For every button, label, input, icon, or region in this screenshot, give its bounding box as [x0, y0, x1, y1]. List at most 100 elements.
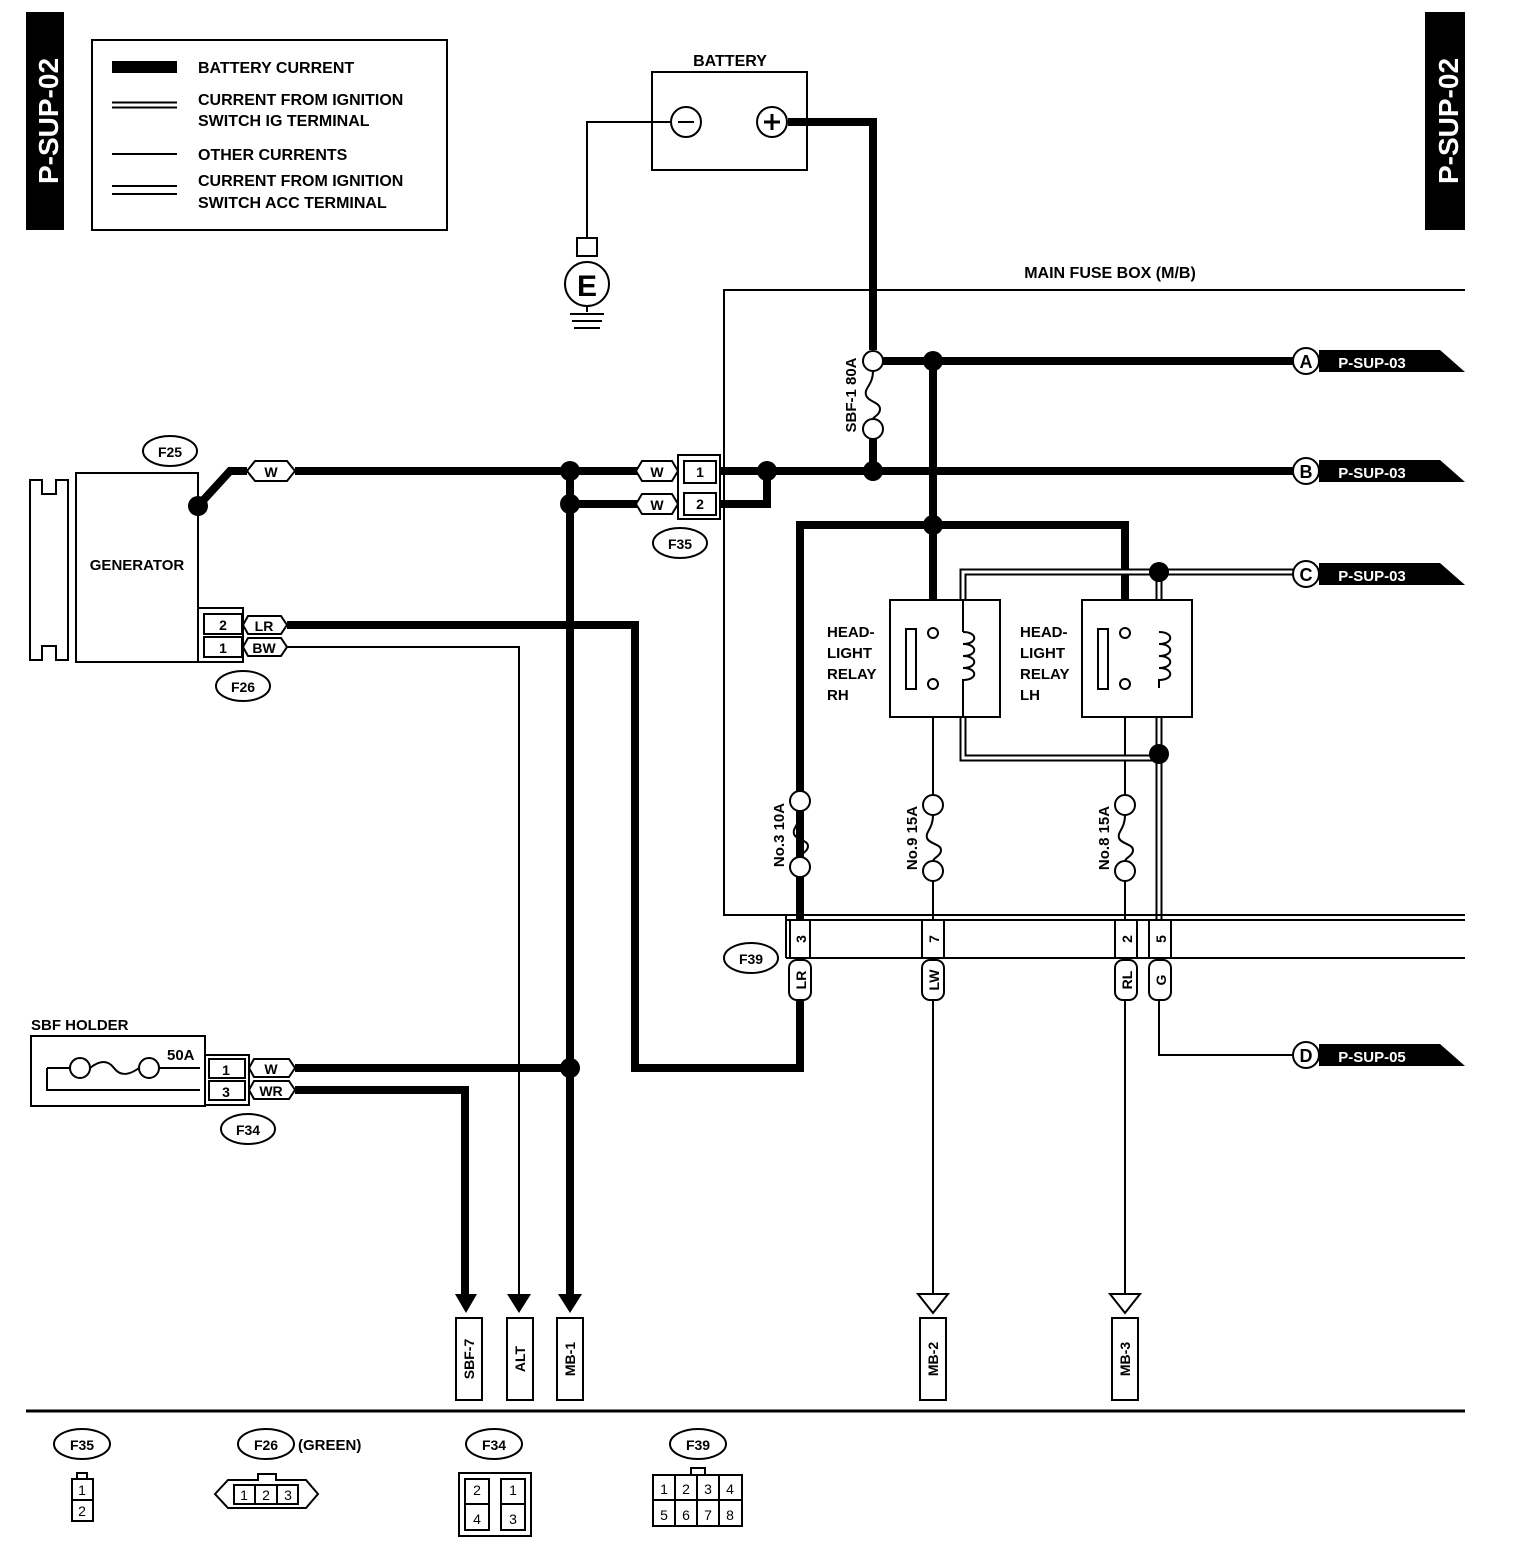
destination-sbf7: SBF-7	[455, 1294, 483, 1401]
svg-text:3: 3	[509, 1511, 517, 1527]
svg-text:P-SUP-03: P-SUP-03	[1338, 355, 1406, 372]
svg-text:RELAY: RELAY	[1020, 666, 1069, 683]
svg-text:MB-1: MB-1	[562, 1342, 578, 1376]
connector-f26-gen: 2 1 LR BW	[197, 607, 289, 663]
svg-text:BW: BW	[252, 640, 276, 656]
svg-text:3: 3	[704, 1481, 712, 1497]
connector-view-f39: F39 1 2 3 4 5 6 7 8	[652, 1428, 743, 1527]
svg-text:W: W	[650, 497, 664, 513]
svg-text:P-SUP-03: P-SUP-03	[1338, 465, 1406, 482]
destination-mb1: MB-1	[556, 1294, 584, 1401]
generator-label: GENERATOR	[90, 557, 185, 574]
svg-text:ALT: ALT	[512, 1345, 528, 1372]
svg-text:LIGHT: LIGHT	[1020, 645, 1065, 662]
fuse-no3-label: No.3 10A	[771, 803, 788, 867]
callout-f35: F35	[652, 527, 708, 559]
fuse-no8: No.8 15A	[1096, 794, 1136, 882]
svg-text:LW: LW	[926, 969, 942, 991]
svg-text:F34: F34	[482, 1437, 506, 1453]
svg-text:F26: F26	[254, 1437, 278, 1453]
callout-f34: F34	[220, 1113, 276, 1145]
connector-view-f26: F26 (GREEN) 1 2 3	[213, 1428, 361, 1509]
svg-text:F34: F34	[236, 1122, 260, 1138]
f39-pin-3: 3	[793, 935, 809, 943]
callout-f26: F26	[215, 670, 271, 702]
svg-text:HEAD-: HEAD-	[827, 624, 875, 641]
svg-text:1: 1	[240, 1487, 248, 1503]
sbf-rating: 50A	[167, 1047, 195, 1064]
offpage-a: A P-SUP-03	[1292, 347, 1465, 375]
f39-pin-7: 7	[926, 935, 942, 943]
svg-text:LIGHT: LIGHT	[827, 645, 872, 662]
svg-text:8: 8	[726, 1507, 734, 1523]
svg-text:LH: LH	[1020, 687, 1040, 704]
svg-text:4: 4	[726, 1481, 734, 1497]
fuse-sbf1-label: SBF-1 80A	[843, 357, 860, 432]
generator: GENERATOR	[29, 472, 199, 663]
svg-text:LR: LR	[255, 618, 274, 634]
connector-view-f34: F34 2 1 4 3	[458, 1428, 532, 1537]
svg-text:W: W	[650, 464, 664, 480]
svg-text:SBF-7: SBF-7	[461, 1339, 477, 1380]
legend-other-currents: OTHER CURRENTS	[198, 147, 348, 164]
svg-text:F26: F26	[231, 679, 255, 695]
svg-text:1: 1	[696, 464, 704, 480]
svg-text:2: 2	[219, 617, 227, 633]
svg-text:F39: F39	[739, 951, 763, 967]
svg-text:HEAD-: HEAD-	[1020, 624, 1068, 641]
main-fuse-box-label: MAIN FUSE BOX (M/B)	[1024, 265, 1196, 282]
sbf-holder: SBF HOLDER 50A 1 3 W WR	[30, 1017, 297, 1107]
offpage-d: D P-SUP-05	[1292, 1041, 1465, 1069]
sbf-holder-label: SBF HOLDER	[31, 1017, 129, 1034]
svg-text:3: 3	[222, 1084, 230, 1100]
page-tag-left: P-SUP-02	[26, 12, 64, 230]
svg-text:P-SUP-02: P-SUP-02	[1433, 58, 1464, 184]
legend-acc-line1: CURRENT FROM IGNITION	[198, 173, 403, 190]
svg-text:P-SUP-05: P-SUP-05	[1338, 1049, 1406, 1066]
destination-mb2: MB-2	[915, 1293, 951, 1401]
connector-f35: W W 1 2	[634, 454, 721, 520]
svg-text:P-SUP-03: P-SUP-03	[1338, 568, 1406, 585]
connector-view-f35: F35 1 2	[53, 1428, 111, 1522]
page-tag-right: P-SUP-02	[1425, 12, 1465, 230]
svg-text:D: D	[1300, 1046, 1313, 1066]
ground-label: E	[577, 270, 597, 303]
svg-text:RH: RH	[827, 687, 849, 704]
connector-f39-band: 3 7 2 5	[785, 914, 1465, 959]
svg-text:MB-3: MB-3	[1117, 1342, 1133, 1376]
legend-battery-current: BATTERY CURRENT	[198, 60, 354, 77]
f39-pin-2: 2	[1119, 935, 1135, 943]
svg-text:F35: F35	[668, 536, 692, 552]
destination-mb3: MB-3	[1107, 1293, 1143, 1401]
svg-text:F35: F35	[70, 1437, 94, 1453]
svg-text:RL: RL	[1119, 970, 1135, 989]
offpage-b: B P-SUP-03	[1292, 457, 1465, 485]
legend-ig-line2: SWITCH IG TERMINAL	[198, 113, 370, 130]
svg-text:C: C	[1300, 565, 1313, 585]
svg-text:7: 7	[704, 1507, 712, 1523]
junctions	[188, 351, 1169, 1078]
svg-text:A: A	[1300, 352, 1313, 372]
f39-wire-tags: LR LW RL G	[788, 959, 1172, 1001]
battery-label: BATTERY	[693, 53, 767, 70]
callout-f25: F25	[142, 435, 198, 467]
svg-text:P-SUP-02: P-SUP-02	[33, 58, 64, 184]
svg-text:5: 5	[660, 1507, 668, 1523]
callout-f39: F39	[723, 942, 779, 974]
legend: BATTERY CURRENT CURRENT FROM IGNITION SW…	[91, 39, 448, 231]
svg-text:RELAY: RELAY	[827, 666, 876, 683]
fuse-no9-label: No.9 15A	[904, 806, 921, 870]
svg-text:G: G	[1153, 974, 1169, 985]
svg-text:WR: WR	[259, 1083, 282, 1099]
svg-text:4: 4	[473, 1511, 481, 1527]
svg-text:B: B	[1300, 462, 1313, 482]
fuse-no3: No.3 10A	[771, 790, 811, 878]
svg-text:F39: F39	[686, 1437, 710, 1453]
svg-text:1: 1	[222, 1062, 230, 1078]
svg-text:(GREEN): (GREEN)	[298, 1437, 361, 1454]
svg-text:2: 2	[78, 1503, 86, 1519]
svg-text:1: 1	[509, 1482, 517, 1498]
svg-text:3: 3	[284, 1487, 292, 1503]
svg-text:2: 2	[473, 1482, 481, 1498]
